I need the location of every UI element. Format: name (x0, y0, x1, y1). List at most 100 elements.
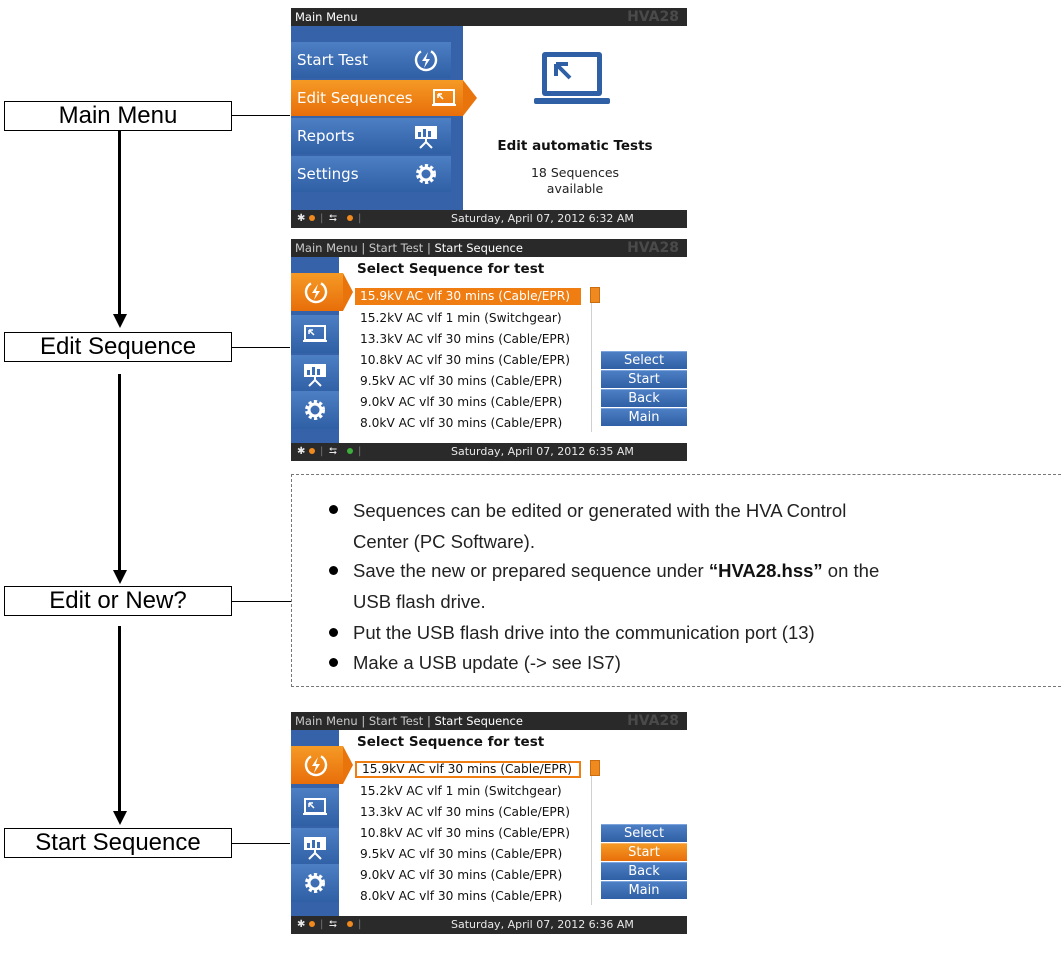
note-line: Make a USB update (-> see IS7) (353, 652, 621, 673)
nav-start-test[interactable] (291, 746, 343, 784)
nav-settings[interactable] (291, 864, 339, 902)
breadcrumb-start-test[interactable]: Start Test (368, 714, 424, 728)
flow-line (118, 626, 121, 814)
flow-connector (232, 347, 290, 348)
sequence-item[interactable]: 10.8kV AC vlf 30 mins (Cable/EPR) (360, 353, 570, 367)
flow-arrowhead (113, 570, 127, 584)
nav-settings[interactable] (291, 391, 339, 429)
note-line: Save the new or prepared sequence under … (353, 560, 1059, 582)
active-indicator-arrow (343, 273, 353, 311)
start-button[interactable]: Start (601, 370, 687, 388)
main-menu-screen: Main Menu HVA28 Start Test Edit Sequence… (291, 8, 687, 228)
brand-logo: HVA28 (627, 240, 679, 256)
brand-logo: HVA28 (627, 713, 679, 729)
menu-item-start-test[interactable]: Start Test (291, 42, 451, 78)
separator: | (358, 919, 362, 930)
status-bar: ✱ | ⮀ | Saturday, April 07, 2012 6:35 AM (291, 443, 687, 461)
back-button[interactable]: Back (601, 389, 687, 407)
menu-item-label: Settings (297, 165, 359, 183)
breadcrumb-separator: | (426, 241, 435, 255)
menu-item-reports[interactable]: Reports (291, 118, 451, 154)
sequence-item[interactable]: 13.3kV AC vlf 30 mins (Cable/EPR) (360, 805, 570, 819)
breadcrumb-main-menu[interactable]: Main Menu (295, 714, 358, 728)
filename-text: “HVA28.hss” (708, 560, 823, 581)
scrollbar-thumb[interactable] (590, 287, 600, 303)
active-indicator-arrow (343, 746, 353, 784)
status-bar: ✱ | ⮀ | Saturday, April 07, 2012 6:32 AM (291, 210, 687, 228)
sequence-item[interactable]: 15.9kV AC vlf 30 mins (Cable/EPR) (355, 288, 581, 305)
scrollbar[interactable] (590, 287, 600, 432)
bullet (329, 628, 338, 637)
sequence-item[interactable]: 15.2kV AC vlf 1 min (Switchgear) (360, 311, 562, 325)
sequence-item[interactable]: 10.8kV AC vlf 30 mins (Cable/EPR) (360, 826, 570, 840)
nav-reports[interactable] (291, 828, 339, 866)
status-dot (347, 210, 353, 228)
bullet (329, 658, 338, 667)
status-clock: Saturday, April 07, 2012 6:32 AM (451, 212, 634, 225)
sequence-list-title: Select Sequence for test (357, 261, 545, 277)
flow-line (118, 374, 121, 572)
lightning-icon (304, 280, 328, 304)
flow-connector (232, 843, 290, 844)
flow-step-main-menu: Main Menu (4, 101, 232, 131)
select-button[interactable]: Select (601, 351, 687, 369)
sequence-item[interactable]: 9.5kV AC vlf 30 mins (Cable/EPR) (360, 374, 563, 388)
sequence-item[interactable]: 8.0kV AC vlf 30 mins (Cable/EPR) (360, 416, 563, 430)
separator: | (320, 446, 324, 457)
status-dot (309, 916, 315, 934)
status-clock: Saturday, April 07, 2012 6:35 AM (451, 445, 634, 458)
breadcrumb-start-sequence: Start Sequence (434, 241, 523, 255)
note-text: Sequences can be edited or generated wit… (353, 500, 847, 521)
title-bar: Main Menu | Start Test | Start Sequence … (291, 239, 687, 257)
sequence-item[interactable]: 15.2kV AC vlf 1 min (Switchgear) (360, 784, 562, 798)
gear-icon (305, 400, 325, 420)
back-button[interactable]: Back (601, 862, 687, 880)
sequence-item[interactable]: 9.0kV AC vlf 30 mins (Cable/EPR) (360, 395, 563, 409)
bluetooth-icon: ✱ (297, 919, 306, 930)
breadcrumb: Main Menu (295, 10, 358, 24)
select-button[interactable]: Select (601, 824, 687, 842)
main-button[interactable]: Main (601, 881, 687, 899)
flow-step-edit-sequence: Edit Sequence (4, 332, 232, 362)
brand-logo: HVA28 (627, 9, 679, 25)
status-clock: Saturday, April 07, 2012 6:36 AM (451, 918, 634, 931)
breadcrumb-start-test[interactable]: Start Test (368, 241, 424, 255)
sequence-item[interactable]: 13.3kV AC vlf 30 mins (Cable/EPR) (360, 332, 570, 346)
breadcrumb-separator: | (426, 714, 435, 728)
panel-title: Edit automatic Tests (497, 138, 653, 154)
start-button[interactable]: Start (601, 843, 687, 861)
gear-icon (305, 873, 325, 893)
flow-connector (232, 115, 290, 116)
usb-icon: ⮀ (329, 446, 337, 457)
note-line: Put the USB flash drive into the communi… (353, 622, 815, 643)
sequence-item[interactable]: 15.9kV AC vlf 30 mins (Cable/EPR) (355, 761, 581, 778)
note-line: Sequences can be edited or generated wit… (353, 500, 1059, 522)
nav-edit-sequences[interactable] (291, 315, 339, 353)
separator: | (320, 213, 324, 224)
separator: | (320, 919, 324, 930)
lightning-icon (414, 48, 438, 72)
menu-item-label: Reports (297, 127, 355, 145)
gear-icon (416, 164, 436, 184)
panel-subtitle: available (546, 181, 604, 196)
sequence-item[interactable]: 9.0kV AC vlf 30 mins (Cable/EPR) (360, 868, 563, 882)
nav-edit-sequences[interactable] (291, 788, 339, 826)
status-dot (309, 443, 315, 461)
sequence-item[interactable]: 8.0kV AC vlf 30 mins (Cable/EPR) (360, 889, 563, 903)
breadcrumb-main-menu[interactable]: Main Menu (295, 241, 358, 255)
bluetooth-icon: ✱ (297, 446, 306, 457)
sequence-item[interactable]: 9.5kV AC vlf 30 mins (Cable/EPR) (360, 847, 563, 861)
menu-item-label: Start Test (297, 51, 368, 69)
nav-reports[interactable] (291, 355, 339, 393)
laptop-icon (303, 325, 327, 342)
scrollbar-thumb[interactable] (590, 760, 600, 776)
scrollbar[interactable] (590, 760, 600, 905)
menu-item-settings[interactable]: Settings (291, 156, 451, 192)
presentation-icon (304, 364, 326, 387)
flow-arrowhead (113, 811, 127, 825)
menu-item-edit-sequences[interactable]: Edit Sequences (291, 80, 463, 116)
nav-start-test[interactable] (291, 273, 343, 311)
active-indicator-arrow (463, 80, 477, 116)
presentation-icon (304, 837, 326, 860)
main-button[interactable]: Main (601, 408, 687, 426)
